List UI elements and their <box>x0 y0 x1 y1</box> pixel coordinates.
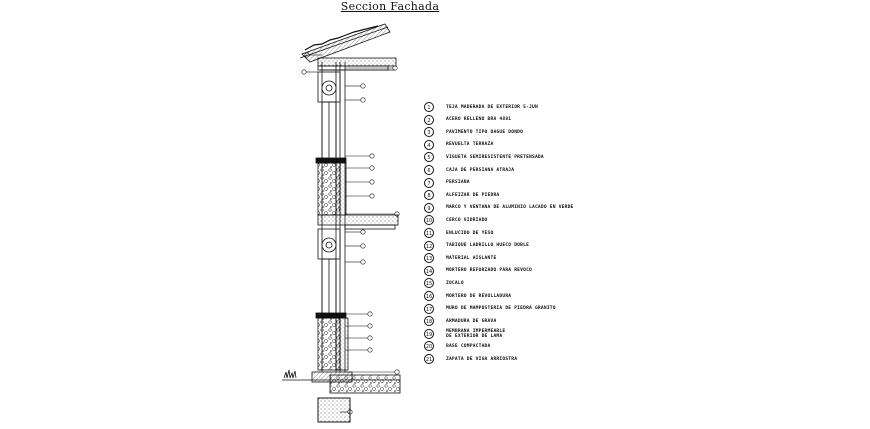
legend-item-text: ACERO RELLENO BRA 4881 <box>446 117 512 123</box>
legend-item-number: 16 <box>424 291 434 301</box>
legend-item-number: 20 <box>424 341 434 352</box>
legend-item-text: PERSIANA <box>446 180 470 186</box>
legend-item-number: 6 <box>424 165 434 175</box>
legend-item: 18 ARMADURA DE GRAVA <box>424 315 496 327</box>
legend-item-number: 5 <box>424 152 434 163</box>
legend-item-text: MATERIAL AISLANTE <box>446 255 497 261</box>
legend-item: 13 MATERIAL AISLANTE <box>424 252 496 264</box>
legend-item-text: MORTERO REFORZADO PARA REVOCO <box>446 268 533 274</box>
legend-item-text: MARCO Y VENTANA DE ALUMINIO LACADO EN VE… <box>446 205 574 211</box>
legend-item: 20 BASE COMPACTADA <box>424 340 491 352</box>
right-callouts <box>345 65 400 375</box>
legend-item: 4 REVUELTA TERRAZA <box>424 139 493 151</box>
legend-item-number: 21 <box>424 354 434 364</box>
legend-item-text: PAVIMENTO TIPO DAGUE DONDO <box>446 129 524 135</box>
legend-item: 2 ACERO RELLENO BRA 4881 <box>424 114 511 126</box>
drawing-title: Seccion Fachada <box>340 0 440 13</box>
legend-item-text: ALFEIZAR DE PIEDRA <box>446 192 500 198</box>
legend-item-number: 9 <box>424 202 434 213</box>
legend-item: 9 MARCO Y VENTANA DE ALUMINIO LACADO EN V… <box>424 202 574 214</box>
legend-item: 14 MORTERO REFORZADO PARA REVOCO <box>424 265 532 277</box>
legend-item-text: BASE COMPACTADA <box>446 343 491 349</box>
legend-item-text: CAJA DE PERSIANA ATRAJA <box>446 167 515 173</box>
legend-item-text: ZOCALO <box>446 280 464 286</box>
legend-item: 6 CAJA DE PERSIANA ATRAJA <box>424 164 514 176</box>
legend-item-text: MORTERO DE REVOLLADURA <box>446 293 512 299</box>
left-callouts <box>301 52 353 415</box>
legend-item-text: CERCO VIDRIADO <box>446 217 488 223</box>
legend-item-number: 17 <box>424 303 434 314</box>
legend-item: 7 PERSIANA <box>424 177 470 189</box>
legend-item-number: 15 <box>424 278 434 289</box>
legend-item: 10 CERCO VIDRIADO <box>424 214 488 226</box>
legend-item-text: MEMBRANA IMPERMEABLE DE EXTERIOR DE LAMA <box>446 328 506 339</box>
legend-item-number: 3 <box>424 127 434 138</box>
legend-item-number: 8 <box>424 190 434 201</box>
legend-item-text: ARMADURA DE GRAVA <box>446 318 497 324</box>
legend-item-number: 12 <box>424 240 434 251</box>
legend-item: 15 ZOCALO <box>424 277 464 289</box>
legend-item: 16 MORTERO DE REVOLLADURA <box>424 290 511 302</box>
legend-item: 12 TABIQUE LADRILLO HUECO DOBLE <box>424 240 529 252</box>
legend-item-text: TABIQUE LADRILLO HUECO DOBLE <box>446 243 530 249</box>
legend-item-number: 4 <box>424 139 434 150</box>
legend-item-text: TEJA MADERADA DE EXTERIOR 5-JUN <box>446 104 538 110</box>
legend-item: 19 MEMBRANA IMPERMEABLE DE EXTERIOR DE LA… <box>424 328 505 340</box>
legend-item: 21 ZAPATA DE VIGA ARRIOSTRA <box>424 353 517 365</box>
legend-item-number: 1 <box>424 102 434 112</box>
legend-item: 1 TEJA MADERADA DE EXTERIOR 5-JUN <box>424 101 538 113</box>
legend-item-number: 14 <box>424 265 434 276</box>
legend-item-text: REVUELTA TERRAZA <box>446 142 494 148</box>
legend-item-number: 7 <box>424 177 434 188</box>
roof-assembly <box>299 23 397 71</box>
legend-item: 8 ALFEIZAR DE PIEDRA <box>424 189 499 201</box>
legend-item-text: ZAPATA DE VIGA ARRIOSTRA <box>446 356 518 362</box>
wall-body <box>315 62 399 372</box>
legend-item-number: 19 <box>424 328 434 339</box>
legend-item: 3 PAVIMENTO TIPO DAGUE DONDO <box>424 126 523 138</box>
legend-item-text: VIGUETA SEMIRESISTENTE PRETENSADA <box>446 154 544 160</box>
foundation <box>282 369 401 423</box>
legend-item: 17 MURO DE MAMPOSTERIA DE PIEDRA GRANITO <box>424 303 556 315</box>
legend-item-number: 13 <box>424 253 434 264</box>
legend-item-text: MURO DE MAMPOSTERIA DE PIEDRA GRANITO <box>446 306 556 312</box>
legend-item-number: 11 <box>424 228 434 238</box>
legend-item-text: ENLUCIDO DE YESO <box>446 230 494 236</box>
legend-item: 11 ENLUCIDO DE YESO <box>424 227 493 239</box>
legend-item-number: 18 <box>424 316 434 327</box>
legend-item-number: 10 <box>424 215 434 226</box>
legend-item-number: 2 <box>424 114 434 125</box>
legend-item: 5 VIGUETA SEMIRESISTENTE PRETENSADA <box>424 151 544 163</box>
